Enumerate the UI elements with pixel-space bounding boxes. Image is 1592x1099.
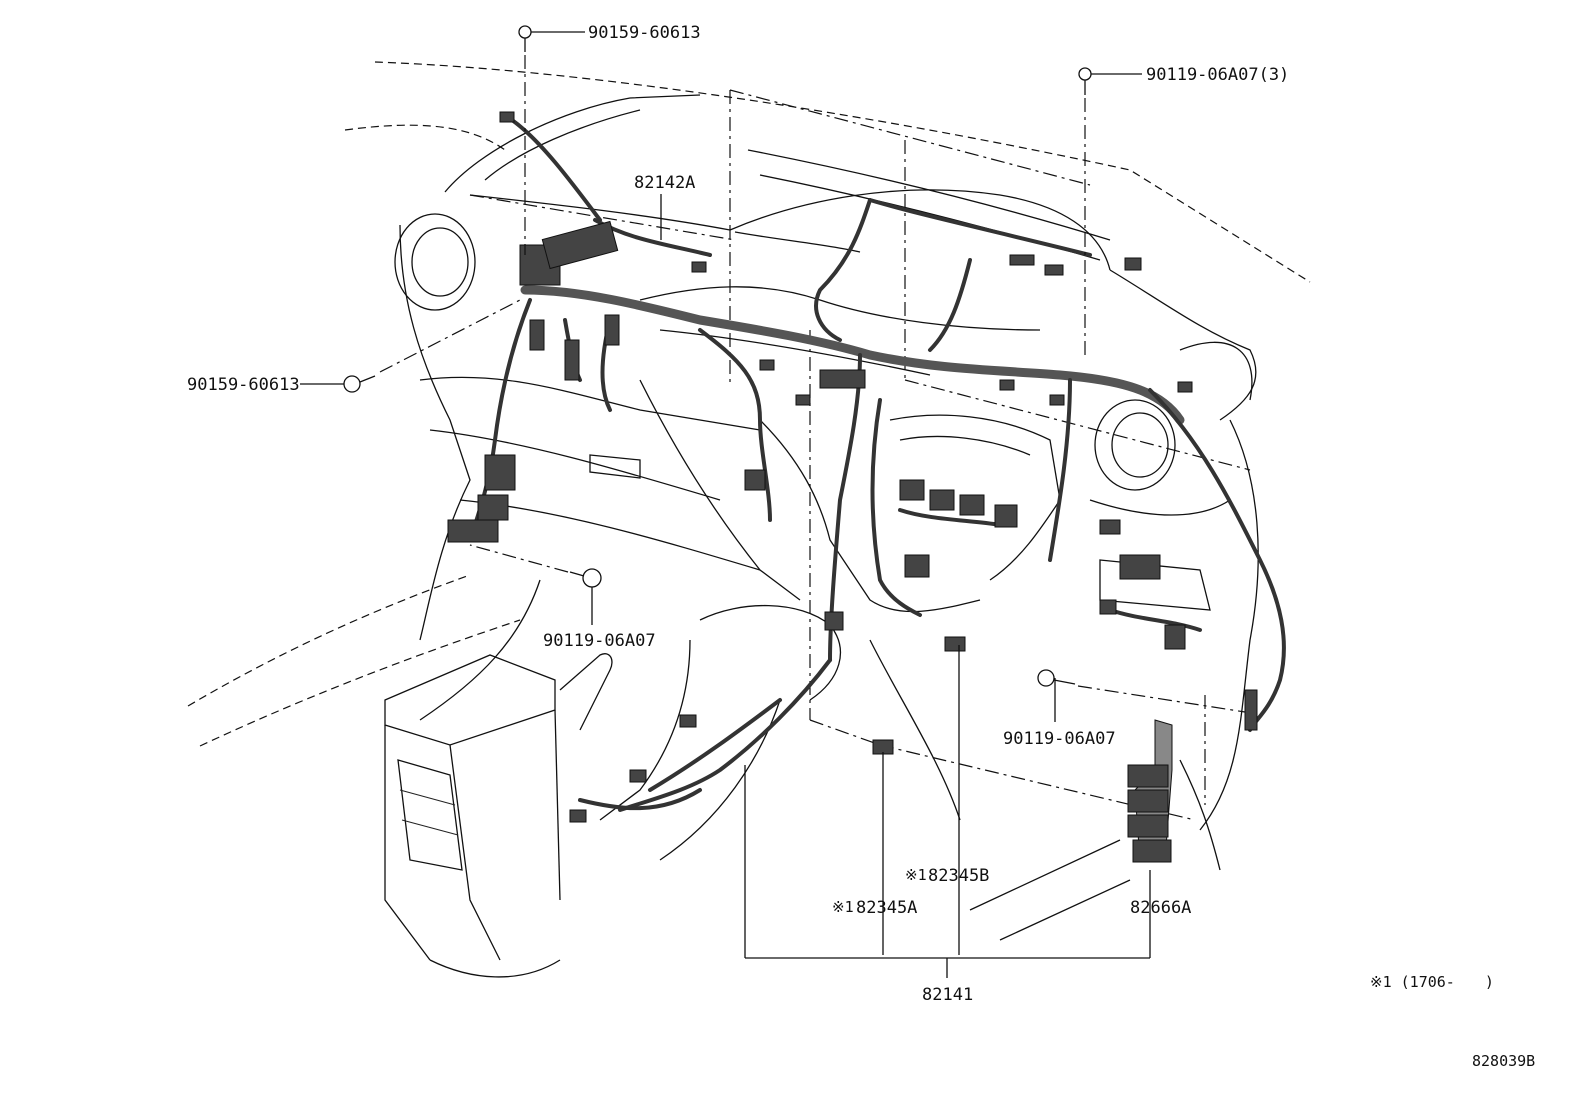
label-connector-a: 82345A xyxy=(856,898,917,918)
bolt-icon xyxy=(518,25,585,255)
footnote: ※1 (1706- ) xyxy=(1370,973,1494,991)
label-bolt-lower-left: 90119-06A07 xyxy=(543,631,656,651)
bolt-icon xyxy=(1078,67,1142,360)
connector-82345b-shape xyxy=(944,636,966,652)
bolt-icon xyxy=(469,544,602,625)
connectors xyxy=(447,111,1258,863)
relay-block-shape xyxy=(1127,719,1173,863)
label-main-harness: 82141 xyxy=(922,985,973,1005)
harness-boundary xyxy=(469,89,1251,821)
label-bolt-top-left: 90159-60613 xyxy=(588,23,701,43)
label-bolt-left: 90159-60613 xyxy=(187,375,300,395)
label-connector-b: 82345B xyxy=(928,866,989,886)
wire-harness xyxy=(468,118,1286,812)
dashboard-outline xyxy=(187,61,1311,978)
bolts xyxy=(300,25,1246,722)
bolt-icon xyxy=(300,299,521,393)
label-bolt-top-right: 90119-06A07(3) xyxy=(1146,65,1289,85)
label-relay-block: 82666A xyxy=(1130,898,1191,918)
label-bolt-lower-right: 90119-06A07 xyxy=(1003,729,1116,749)
leader-lines xyxy=(660,194,1151,978)
label-harness-upper: 82142A xyxy=(634,173,695,193)
connector-82345a-shape xyxy=(872,739,894,755)
note-mark-a: ※1 xyxy=(832,898,854,916)
center-console xyxy=(384,653,613,978)
diagram-id: 828039B xyxy=(1472,1052,1535,1070)
bolt-icon xyxy=(1037,669,1246,722)
note-mark-b: ※1 xyxy=(905,866,927,884)
callouts: 90159-60613 90119-06A07(3) 82142A 90159-… xyxy=(187,23,1535,1070)
